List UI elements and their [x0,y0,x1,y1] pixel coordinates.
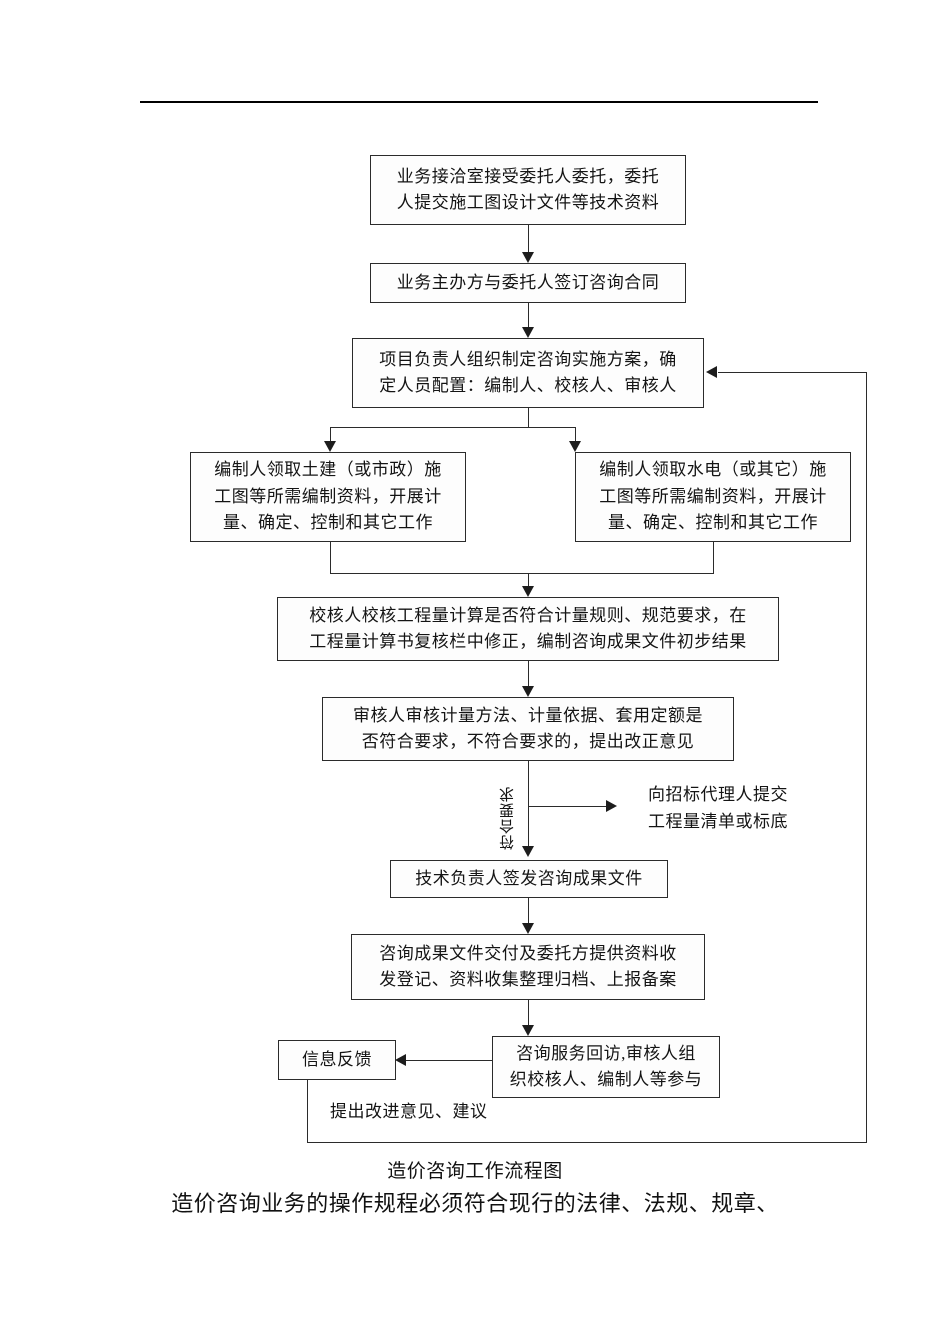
edge-auditor-to-tender-agent-arrow [606,800,617,812]
contract-box-label: 业务主办方与委托人签订咨询合同 [396,272,660,292]
edge-merge-bar [330,573,714,574]
edge-contract-to-plan [528,303,529,331]
auditor-review-box-label: 审核人审核计量方法、计量依据、套用定额是 否符合要求，不符合要求的，提出改正意见 [353,705,703,751]
delivery-archive-box: 咨询成果文件交付及委托方提供资料收 发登记、资料收集整理归档、上报备案 [351,934,705,1000]
checker-review-box: 校核人校核工程量计算是否符合计量规则、规范要求，在 工程量计算书复核栏中修正，编… [277,597,779,661]
information-feedback-box-label: 信息反馈 [302,1049,372,1069]
page-title: 造价咨询工作流程图 [387,1161,563,1182]
plan-staffing-box-label: 项目负责人组织制定咨询实施方案，确 定人员配置：编制人、校核人、审核人 [379,349,677,395]
checker-review-box-label: 校核人校核工程量计算是否符合计量规则、规范要求，在 工程量计算书复核栏中修正，编… [309,605,747,651]
edge-plan-to-mep-arrow [569,441,581,452]
contract-box: 业务主办方与委托人签订咨询合同 [370,263,686,303]
branch-label-qualified: 符合要求 [500,786,516,850]
plan-staffing-box: 项目负责人组织制定咨询实施方案，确 定人员配置：编制人、校核人、审核人 [352,338,704,408]
edge-civil-to-checker [330,542,331,574]
edge-checker-to-auditor [528,661,529,689]
edge-revisit-to-feedback [406,1060,492,1061]
intake-box-label: 业务接洽室接受委托人委托，委托 人提交施工图设计文件等技术资料 [396,166,660,212]
service-revisit-box-label: 咨询服务回访,审核人组 织校核人、编制人等参与 [509,1043,703,1089]
header-rule [140,101,818,103]
edge-feedback-loop-bottom [307,1142,866,1143]
edge-feedback-loop-top [718,372,866,373]
civil-works-box-label: 编制人领取土建（或市政）施 工图等所需编制资料，开展计 量、确定、控制和其它工作 [214,460,442,533]
edge-delivery-to-revisit-arrow [522,1025,534,1036]
edge-auditor-to-issue [528,761,529,853]
edge-plan-to-civil-arrow [324,441,336,452]
edge-merge-stem [528,573,529,590]
submit-to-tender-agent-label: 向招标代理人提交 工程量清单或标底 [648,785,788,832]
edge-issue-to-delivery [528,898,529,926]
edge-issue-to-delivery-arrow [522,923,534,934]
service-revisit-box: 咨询服务回访,审核人组 织校核人、编制人等参与 [492,1036,720,1098]
edge-revisit-to-feedback-arrow [395,1054,406,1066]
civil-works-box: 编制人领取土建（或市政）施 工图等所需编制资料，开展计 量、确定、控制和其它工作 [190,452,466,542]
edge-mep-to-checker [713,542,714,574]
edge-auditor-to-issue-arrow [522,846,534,857]
page-subtitle: 造价咨询业务的操作规程必须符合现行的法律、法规、规章、 [171,1191,779,1216]
edge-plan-to-mep [575,427,576,445]
mep-works-box-label: 编制人领取水电（或其它）施 工图等所需编制资料，开展计 量、确定、控制和其它工作 [599,460,827,533]
edge-plan-split-bar [330,427,576,428]
edge-feedback-loop-right [866,372,867,1143]
improvement-suggestions-label: 提出改进意见、建议 [330,1102,488,1121]
edge-intake-to-contract-arrow [522,252,534,263]
issue-results-box: 技术负责人签发咨询成果文件 [390,860,668,898]
edge-plan-to-civil [330,427,331,445]
intake-box: 业务接洽室接受委托人委托，委托 人提交施工图设计文件等技术资料 [370,155,686,225]
edge-plan-split-stem [528,408,529,428]
information-feedback-box: 信息反馈 [278,1040,396,1080]
edge-feedback-loop-arrow [706,366,717,378]
edge-auditor-to-tender-agent [528,806,608,807]
delivery-archive-box-label: 咨询成果文件交付及委托方提供资料收 发登记、资料收集整理归档、上报备案 [379,943,677,989]
edge-feedback-loop-down [307,1080,308,1143]
issue-results-box-label: 技术负责人签发咨询成果文件 [415,868,643,888]
edge-intake-to-contract [528,225,529,255]
auditor-review-box: 审核人审核计量方法、计量依据、套用定额是 否符合要求，不符合要求的，提出改正意见 [322,697,734,761]
edge-merge-arrow [522,586,534,597]
edge-delivery-to-revisit [528,1000,529,1028]
mep-works-box: 编制人领取水电（或其它）施 工图等所需编制资料，开展计 量、确定、控制和其它工作 [575,452,851,542]
edge-contract-to-plan-arrow [522,327,534,338]
edge-checker-to-auditor-arrow [522,686,534,697]
